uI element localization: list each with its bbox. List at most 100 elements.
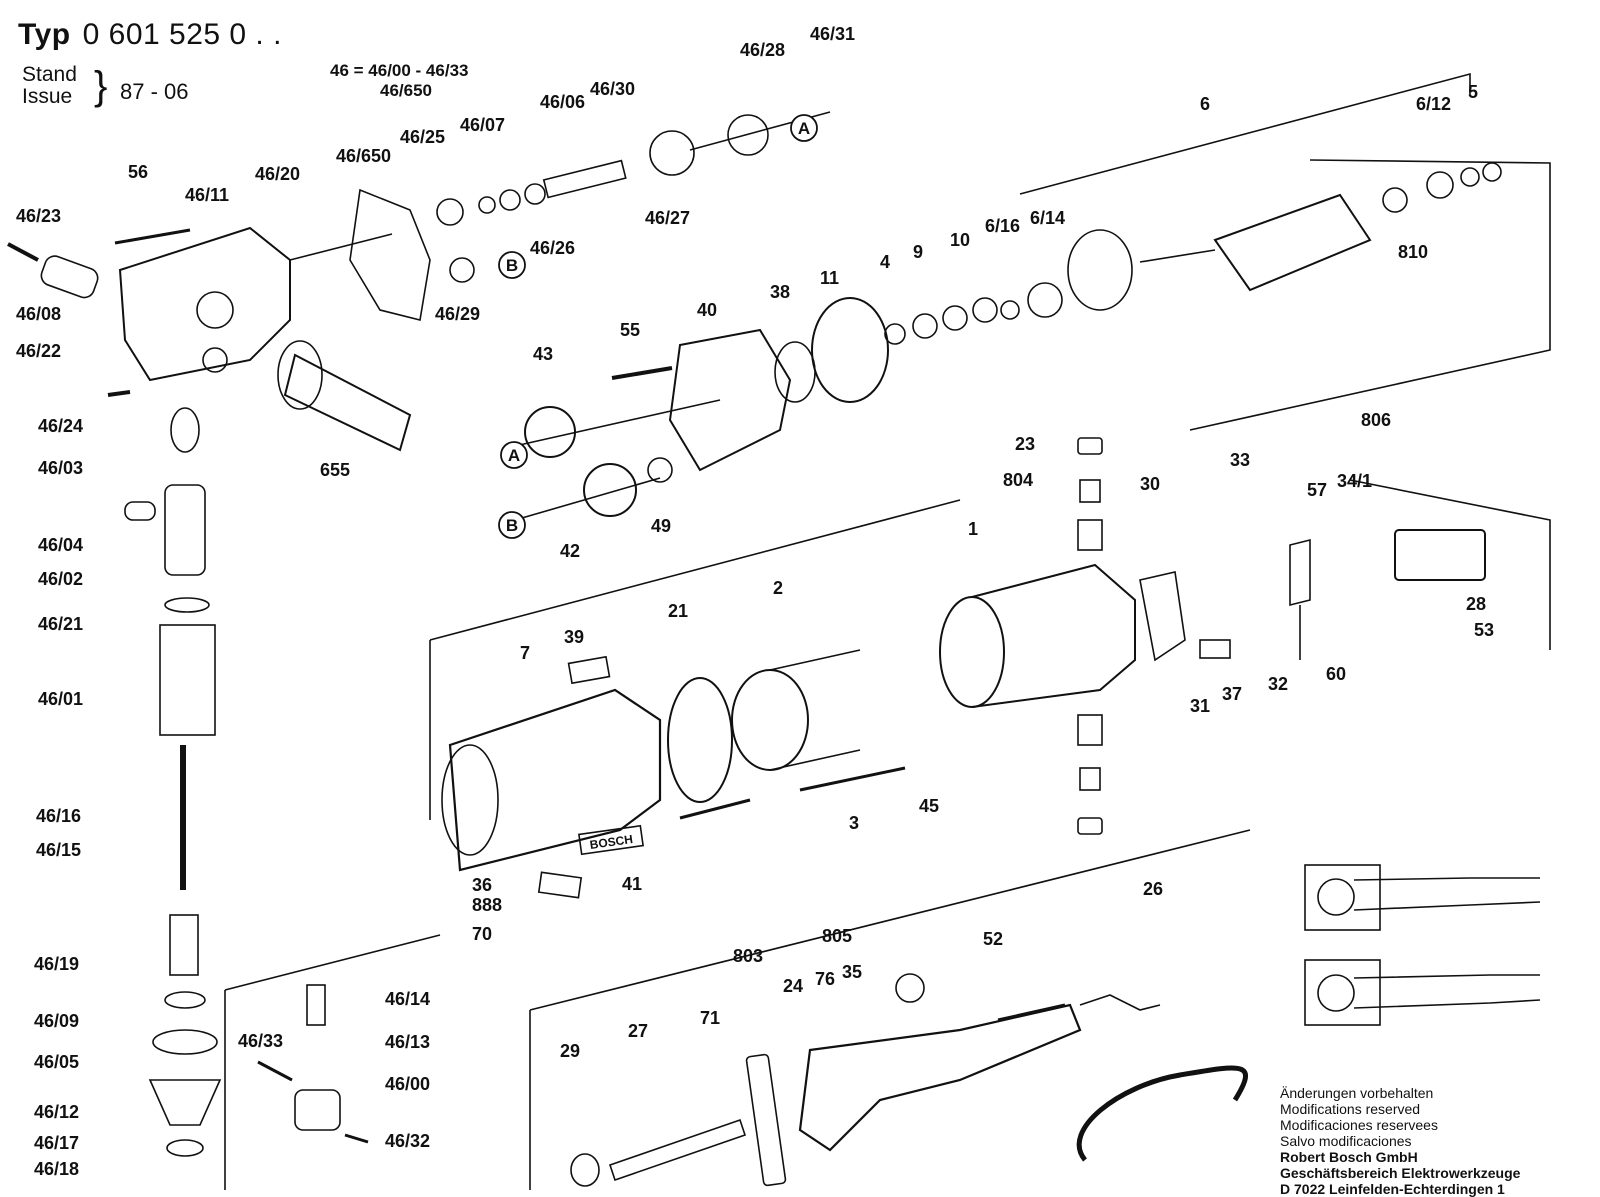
plate-36	[537, 871, 583, 899]
brush-holder-bottom	[1077, 714, 1103, 746]
part-label: 46/03	[38, 458, 83, 478]
part-label: 45	[919, 796, 939, 816]
part-label: 46/31	[810, 24, 855, 44]
part-label: 3	[849, 813, 859, 833]
chuck-part	[40, 255, 99, 299]
part-label: 31	[1190, 696, 1210, 716]
part-label: 46/30	[590, 79, 635, 99]
part-label: 24	[783, 976, 803, 996]
ring-46-05	[152, 1029, 218, 1055]
type-number: Typ 0 601 525 0 . .	[18, 18, 282, 52]
part-label: 28	[1466, 594, 1486, 614]
washer-46-09	[164, 991, 206, 1009]
part-46-19	[169, 914, 199, 976]
part-label: 5	[1468, 82, 1478, 102]
part-label: 36	[472, 875, 492, 895]
screw-46-33	[257, 1060, 293, 1082]
gear-housing-port	[202, 347, 228, 373]
part-label: 46/01	[38, 689, 83, 709]
issue-label: Issue	[22, 85, 73, 108]
part-label: 46/32	[385, 1131, 430, 1151]
part-label: 46/26	[530, 238, 575, 258]
ring-10a	[972, 297, 998, 323]
part-label: 49	[651, 516, 671, 536]
part-label: 46/11	[185, 185, 229, 205]
ring-10b	[942, 305, 968, 331]
part-label: 806	[1361, 410, 1391, 430]
part-label: 46/06	[540, 92, 585, 112]
part-label: 2	[773, 578, 783, 598]
part-label: 60	[1326, 664, 1346, 684]
part-label: 803	[733, 946, 763, 966]
issue-value: 87 - 06	[120, 79, 189, 104]
bearing-46-29	[449, 257, 475, 283]
field-housing-front	[939, 596, 1005, 708]
part-label: 46/22	[16, 341, 61, 361]
part-label: 46/28	[740, 40, 785, 60]
side-handle	[283, 353, 412, 452]
part-label: 46/16	[36, 806, 81, 826]
gear-43	[524, 406, 576, 458]
callout-circle-a-bottom	[500, 441, 528, 469]
part-label: 76	[815, 969, 835, 989]
power-cable-26	[1076, 1065, 1248, 1162]
legend-line-2: Modifications reserved	[1280, 1101, 1421, 1117]
pin-46-23	[7, 242, 39, 262]
part-label: 46/00	[385, 1074, 430, 1094]
part-label: 53	[1474, 620, 1494, 640]
legend-line-1: Änderungen vorbehalten	[1280, 1085, 1434, 1101]
gasket	[349, 188, 431, 321]
wiring-diagram-1-leads	[1353, 877, 1541, 911]
part-number-labels: 46/3146/2846/3046/0646/2546/0746/65046/2…	[16, 24, 1494, 1179]
screw-3	[799, 766, 906, 792]
callout-a-bottom: A	[508, 446, 520, 465]
legend-address: D 7022 Leinfelden-Echterdingen 1	[1280, 1181, 1505, 1197]
part-label: 46/24	[38, 416, 83, 436]
part-label: 42	[560, 541, 580, 561]
part-label: 46/04	[38, 535, 83, 555]
typ-label: Typ	[18, 18, 71, 51]
washer-5a	[1460, 167, 1480, 187]
part-46-03	[170, 407, 200, 453]
commutator-fan	[1067, 229, 1133, 311]
bearing-49	[647, 457, 673, 483]
legend-line-4: Salvo modificaciones	[1280, 1133, 1412, 1149]
part-label: 52	[983, 929, 1003, 949]
callout-b-bottom: B	[506, 516, 518, 535]
plate-30	[1139, 571, 1186, 662]
part-label: 43	[533, 344, 553, 364]
legend-company: Robert Bosch GmbH	[1280, 1149, 1418, 1165]
lower-frame-top	[224, 934, 441, 991]
part-31	[1199, 639, 1231, 659]
group-line-6	[1019, 72, 1471, 195]
screw-46-24	[107, 390, 131, 397]
part-label: 46/33	[238, 1031, 283, 1051]
motor-housing	[448, 688, 662, 872]
part-label: 10	[950, 230, 970, 250]
needle-46-26a	[499, 189, 521, 211]
part-label: 46/09	[34, 1011, 79, 1031]
gear-42	[583, 463, 637, 517]
part-label: 71	[700, 1008, 720, 1028]
gear-housing	[118, 226, 291, 382]
housing-opening	[441, 744, 499, 856]
part-label: 46/02	[38, 569, 83, 589]
part-label: 41	[622, 874, 642, 894]
callout-circle-b-bottom	[498, 511, 526, 539]
screw-52	[997, 1003, 1066, 1022]
axis-line-1	[289, 233, 393, 261]
callout-circle-a-top	[790, 114, 818, 142]
part-label: 40	[697, 300, 717, 320]
part-label: 46/23	[16, 206, 61, 226]
part-label: 46/27	[645, 208, 690, 228]
part-label: 888	[472, 895, 502, 915]
switch-806	[1394, 529, 1486, 581]
wiring-diagram-2-box	[1304, 959, 1381, 1026]
diagram-linework	[7, 72, 1551, 1190]
bearing-plate-11	[811, 297, 889, 403]
part-label: 6	[1200, 94, 1210, 114]
typ-number: 0 601 525 0 . .	[82, 18, 282, 51]
brush-lower	[1079, 767, 1101, 791]
part-label: 46/18	[34, 1159, 79, 1179]
part-label: 39	[564, 627, 584, 647]
